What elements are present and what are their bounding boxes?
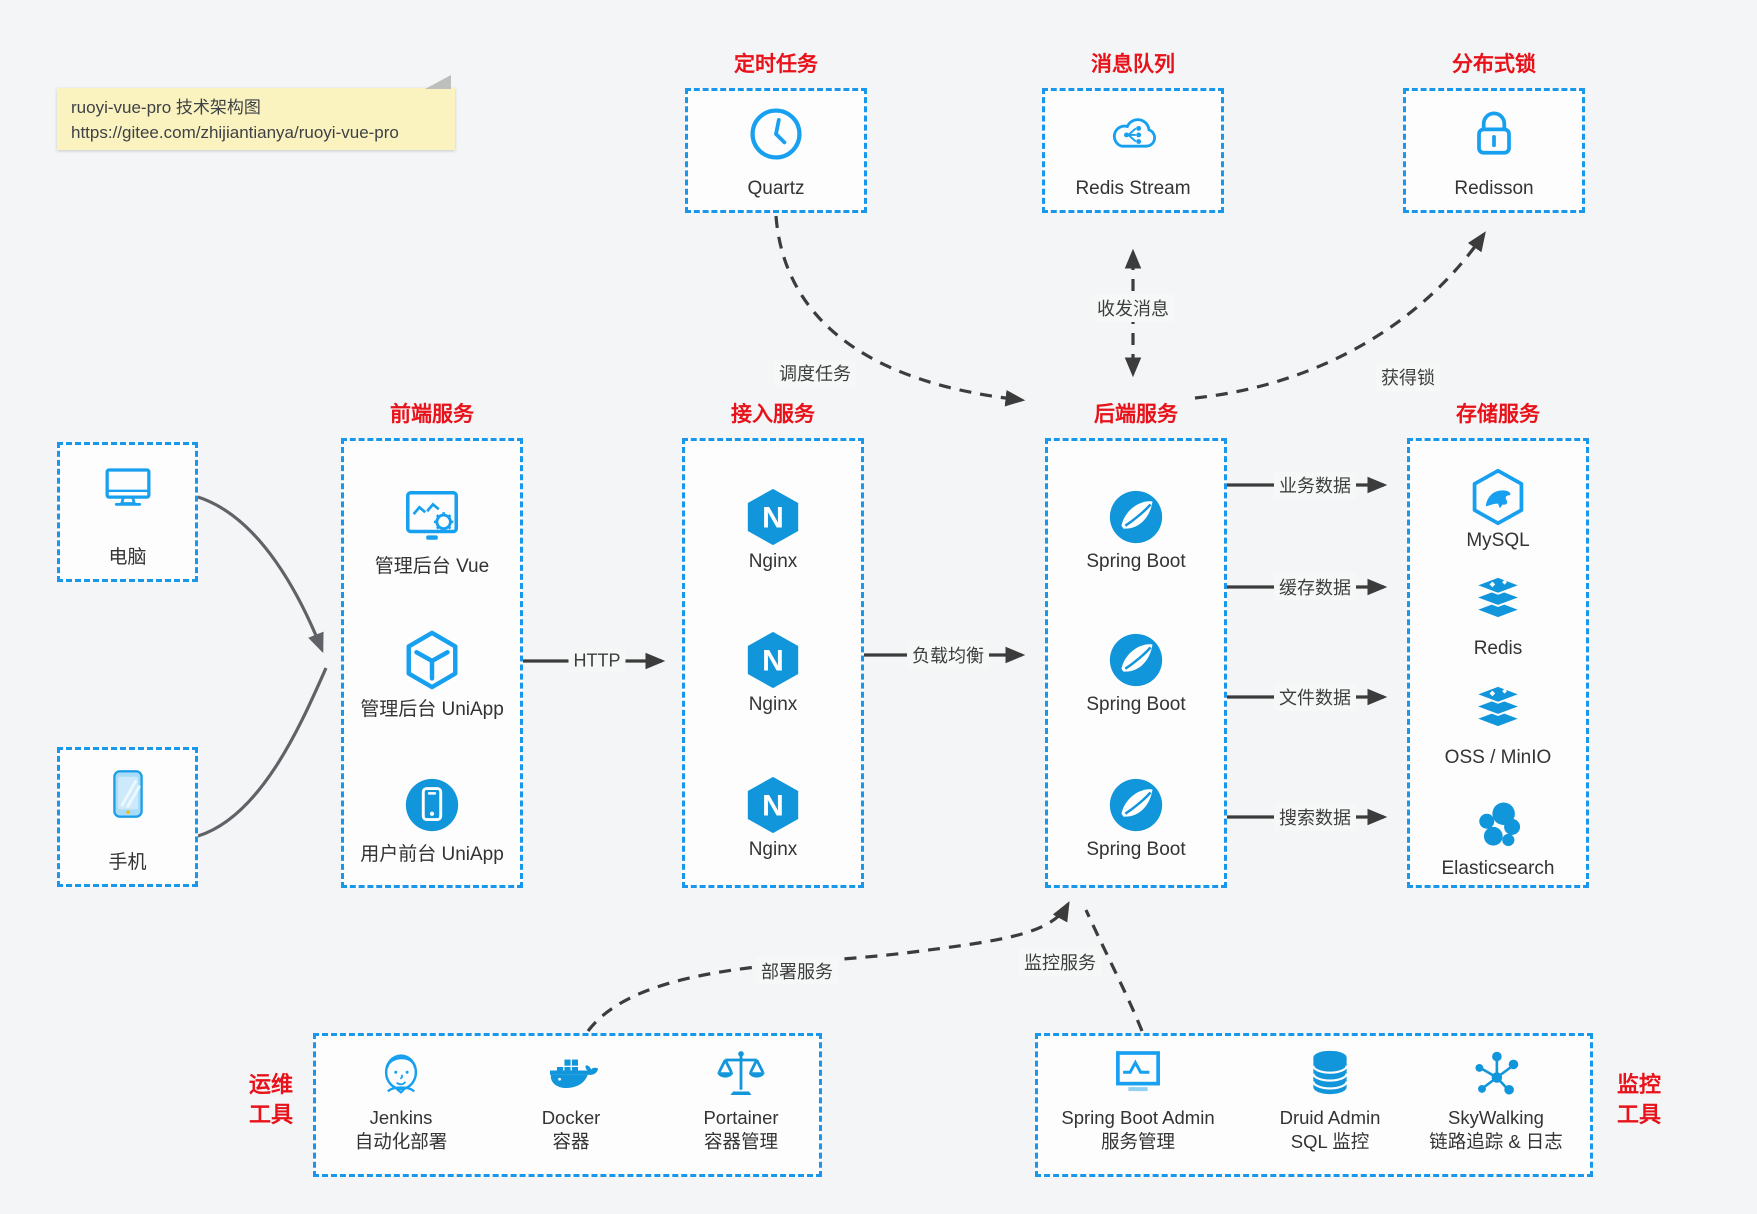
nginx-label: Nginx — [748, 694, 798, 715]
storage-box: MySQL Redis OSS — [1407, 438, 1589, 888]
column-title-gateway: 接入服务 — [731, 403, 815, 426]
backend-box: Spring Boot Spring Boot Spring Boot — [1045, 438, 1227, 888]
elasticsearch-icon — [1468, 795, 1528, 847]
spring-boot-admin-sublabel: 服务管理 — [1100, 1131, 1175, 1153]
phone-client-box: 手机 — [57, 747, 198, 887]
spring-boot-admin-label: Spring Boot Admin — [1061, 1107, 1215, 1128]
mysql-icon — [1468, 467, 1528, 526]
nginx-label: Nginx — [748, 551, 798, 572]
monitor-title-line1: 监控 — [1616, 1072, 1661, 1097]
spring-boot-label: Spring Boot — [1086, 839, 1186, 860]
monitor-label: 监控服务 — [1019, 948, 1101, 976]
druid-icon — [1302, 1046, 1358, 1095]
spring-boot-admin-icon — [1110, 1046, 1166, 1092]
skywalking-sublabel: 链路追踪 & 日志 — [1429, 1131, 1563, 1153]
schedule-task-label: 调度任务 — [774, 359, 856, 387]
monitor-tools-title: 监控 工具 — [1604, 1070, 1674, 1129]
phone-icon — [60, 765, 195, 823]
monitor-tools-box: Spring Boot Admin 服务管理 Druid Admin SQL 监… — [1035, 1033, 1593, 1177]
note-url: https://gitee.com/zhijiantianya/ruoyi-vu… — [71, 122, 399, 142]
nginx-icon: N — [742, 629, 804, 689]
note-title: ruoyi-vue-pro 技术架构图 — [71, 98, 261, 117]
admin-vue-label: 管理后台 Vue — [374, 556, 490, 577]
docker-label: Docker — [541, 1107, 601, 1128]
docker-icon — [543, 1046, 599, 1088]
spring-boot-label: Spring Boot — [1086, 551, 1186, 572]
redisson-box: Redisson — [1403, 88, 1585, 213]
lock-icon — [1406, 104, 1582, 164]
jenkins-label: Jenkins — [369, 1107, 433, 1128]
computer-icon — [60, 460, 195, 518]
deploy-label: 部署服务 — [756, 957, 838, 985]
acquire-lock-label: 获得锁 — [1376, 363, 1440, 391]
nginx-icon: N — [742, 774, 804, 834]
quartz-label: Quartz — [747, 178, 805, 199]
jenkins-icon — [373, 1046, 429, 1094]
group-title-message-queue: 消息队列 — [1091, 53, 1175, 76]
file-data-label: 文件数据 — [1274, 683, 1356, 711]
oss-minio-label: OSS / MinIO — [1444, 747, 1552, 768]
phone-client-label: 手机 — [108, 852, 147, 873]
docker-sublabel: 容器 — [552, 1131, 590, 1153]
column-title-storage: 存储服务 — [1456, 403, 1540, 426]
column-title-frontend: 前端服务 — [390, 403, 474, 426]
ops-title-line1: 运维 — [248, 1072, 293, 1097]
nginx-box: N Nginx N Nginx N Nginx — [682, 438, 864, 888]
monitor-title-line2: 工具 — [1616, 1101, 1661, 1127]
ops-tools-box: Jenkins 自动化部署 Docker 容器 — [313, 1033, 822, 1177]
druid-admin-label: Druid Admin — [1279, 1107, 1381, 1128]
admin-uniapp-label: 管理后台 UniApp — [360, 699, 504, 720]
portainer-icon — [713, 1046, 769, 1095]
redis-icon — [1468, 575, 1528, 620]
svg-text:N: N — [762, 645, 784, 678]
druid-admin-sublabel: SQL 监控 — [1290, 1131, 1370, 1153]
message-label: 收发消息 — [1092, 294, 1174, 322]
sticky-note: ruoyi-vue-pro 技术架构图 https://gitee.com/zh… — [57, 75, 455, 150]
nginx-label: Nginx — [748, 839, 798, 860]
spring-boot-icon — [1105, 629, 1167, 687]
http-label: HTTP — [568, 649, 626, 673]
cache-data-label: 缓存数据 — [1274, 573, 1356, 601]
user-app-icon — [401, 774, 463, 832]
mysql-label: MySQL — [1466, 530, 1530, 551]
clock-icon — [688, 104, 864, 164]
note-fold-corner — [425, 75, 451, 89]
load-balance-label: 负载均衡 — [907, 641, 989, 669]
uniapp-cube-icon — [401, 629, 463, 690]
client-to-frontend-curves — [197, 495, 328, 838]
ops-tools-title: 运维 工具 — [240, 1070, 302, 1129]
quartz-box: Quartz — [685, 88, 867, 213]
user-uniapp-label: 用户前台 UniApp — [360, 844, 504, 865]
ops-title-line2: 工具 — [248, 1101, 293, 1127]
nginx-icon: N — [742, 486, 804, 546]
frontend-box: 管理后台 Vue 管理后台 UniApp 用户前台 UniApp — [341, 438, 523, 888]
redis-label: Redis — [1473, 638, 1523, 659]
jenkins-sublabel: 自动化部署 — [354, 1131, 448, 1153]
skywalking-label: SkyWalking — [1448, 1107, 1544, 1128]
portainer-sublabel: 容器管理 — [703, 1131, 778, 1153]
redisson-label: Redisson — [1454, 178, 1534, 199]
oss-icon — [1468, 684, 1528, 729]
redis-stream-label: Redis Stream — [1075, 178, 1191, 199]
group-title-scheduled-tasks: 定时任务 — [734, 53, 818, 76]
pc-client-box: 电脑 — [57, 442, 198, 582]
cloud-stream-icon — [1045, 104, 1221, 164]
skywalking-icon — [1468, 1046, 1524, 1095]
portainer-label: Portainer — [703, 1107, 779, 1128]
elasticsearch-label: Elasticsearch — [1441, 858, 1555, 879]
spring-boot-label: Spring Boot — [1086, 694, 1186, 715]
column-title-backend: 后端服务 — [1094, 403, 1178, 426]
svg-text:N: N — [762, 790, 784, 823]
spring-boot-icon — [1105, 774, 1167, 832]
acquire-lock-curve — [1194, 231, 1486, 400]
business-data-label: 业务数据 — [1274, 471, 1356, 499]
pc-client-label: 电脑 — [108, 547, 147, 568]
admin-vue-icon — [401, 486, 463, 540]
svg-text:N: N — [762, 502, 784, 535]
group-title-distributed-lock: 分布式锁 — [1452, 53, 1536, 76]
search-data-label: 搜索数据 — [1274, 803, 1356, 831]
redis-stream-box: Redis Stream — [1042, 88, 1224, 213]
spring-boot-icon — [1105, 486, 1167, 544]
